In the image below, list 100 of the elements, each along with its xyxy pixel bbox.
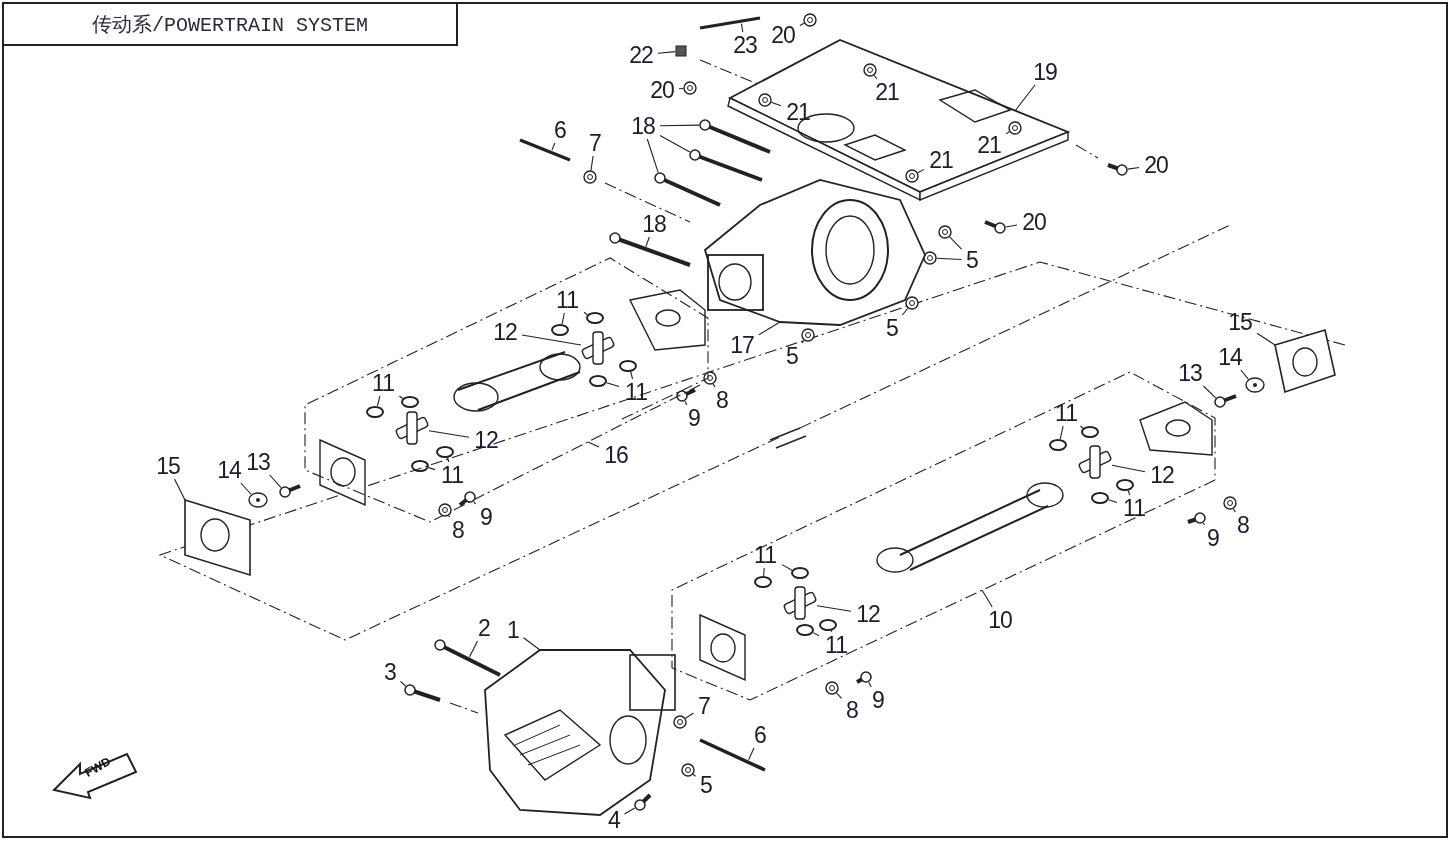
- assembly-outline: [304, 257, 709, 523]
- leader-line: [173, 478, 186, 501]
- leader-line: [468, 640, 479, 658]
- callout-number: 5: [697, 773, 715, 797]
- callout-number: 8: [843, 698, 861, 722]
- callout-number: 4: [605, 808, 623, 832]
- callout-number: 21: [926, 148, 956, 172]
- callout-number: 19: [1030, 60, 1060, 84]
- callout-number: 7: [586, 131, 604, 155]
- callout-number: 9: [869, 688, 887, 712]
- leader-line: [630, 371, 634, 380]
- callout-number: 6: [751, 723, 769, 747]
- universal-joint-cross: [580, 331, 616, 365]
- callout-number: 5: [883, 316, 901, 340]
- callout-number: 22: [626, 43, 656, 67]
- leader-line: [981, 589, 993, 608]
- callout-number: 11: [1119, 496, 1149, 520]
- nut: [938, 225, 952, 239]
- callout-number: 8: [713, 388, 731, 412]
- leader-line: [551, 142, 556, 151]
- callout-number: 12: [490, 320, 520, 344]
- bolt: [1187, 512, 1206, 524]
- bolt: [699, 119, 771, 154]
- bolt: [654, 172, 721, 207]
- leader-line: [521, 334, 582, 346]
- leader-line: [428, 467, 436, 471]
- leader-line: [801, 339, 805, 344]
- callout-number: 8: [1234, 513, 1252, 537]
- callout-number: 11: [552, 288, 582, 312]
- callout-number: 20: [647, 78, 677, 102]
- leader-line: [1005, 131, 1010, 135]
- nut: [683, 81, 697, 95]
- leader-line: [269, 474, 282, 489]
- nut: [673, 715, 687, 729]
- leader-line: [447, 457, 450, 463]
- flange: [1274, 329, 1336, 394]
- bolt: [279, 484, 301, 498]
- bolt: [434, 639, 501, 677]
- leader-line: [1005, 224, 1018, 228]
- callout-number: 11: [750, 543, 780, 567]
- leader-line: [1240, 369, 1249, 380]
- callout-number: 20: [1141, 153, 1171, 177]
- leader-line: [240, 482, 252, 495]
- callout-number: 11: [368, 371, 398, 395]
- bolt: [676, 388, 696, 402]
- bolt: [609, 232, 691, 267]
- leader-line: [1127, 490, 1131, 496]
- callout-number: 20: [1019, 210, 1049, 234]
- bolt: [404, 684, 441, 702]
- callout-number: 13: [243, 450, 273, 474]
- leader-line: [830, 630, 833, 633]
- bolt: [458, 491, 476, 507]
- bolt: [856, 671, 872, 684]
- nut: [583, 170, 597, 184]
- callout-number: 21: [783, 100, 813, 124]
- callout-number: 9: [477, 505, 495, 529]
- leader-line: [657, 51, 676, 54]
- leader-line: [1079, 425, 1084, 429]
- axle-shaft: [519, 138, 571, 162]
- leader-line: [685, 712, 695, 719]
- leader-line: [428, 430, 470, 438]
- leader-line: [740, 23, 744, 33]
- leader-line: [758, 321, 781, 336]
- title: 传动系/POWERTRAIN SYSTEM: [91, 12, 368, 38]
- nut: [803, 13, 817, 27]
- bolt: [689, 149, 763, 182]
- callout-number: 17: [727, 333, 757, 357]
- callout-number: 23: [730, 33, 760, 57]
- leader-line: [1202, 522, 1206, 526]
- leader-line: [917, 168, 925, 174]
- callout-number: 21: [872, 80, 902, 104]
- direction-label: FWD: [82, 754, 113, 780]
- leader-line: [376, 395, 381, 407]
- leader-line: [1014, 84, 1036, 112]
- universal-joint-cross: [1077, 445, 1113, 479]
- callout-number: 18: [639, 212, 669, 236]
- leader-line: [659, 134, 691, 153]
- leader-line: [781, 564, 793, 571]
- leader-line: [692, 773, 697, 777]
- nut: [905, 296, 919, 310]
- nut: [825, 681, 839, 695]
- leader-line: [522, 637, 541, 651]
- leader-line: [949, 236, 963, 250]
- callout-number: 12: [1147, 463, 1177, 487]
- leader-line: [684, 400, 688, 406]
- callout-number: 2: [475, 616, 493, 640]
- universal-joint-cross: [782, 586, 818, 620]
- clip: [675, 45, 687, 57]
- leader-line: [770, 101, 782, 107]
- leader-line: [712, 383, 716, 388]
- callout-number: 11: [821, 633, 851, 657]
- leader-line: [1232, 508, 1236, 513]
- leader-line: [606, 382, 620, 388]
- callout-number: 11: [621, 380, 651, 404]
- leader-line: [659, 124, 700, 127]
- leader-line: [1127, 166, 1140, 170]
- callout-number: 12: [471, 428, 501, 452]
- leader-line: [678, 87, 684, 90]
- bolt: [984, 220, 1006, 234]
- leader-line: [448, 515, 451, 518]
